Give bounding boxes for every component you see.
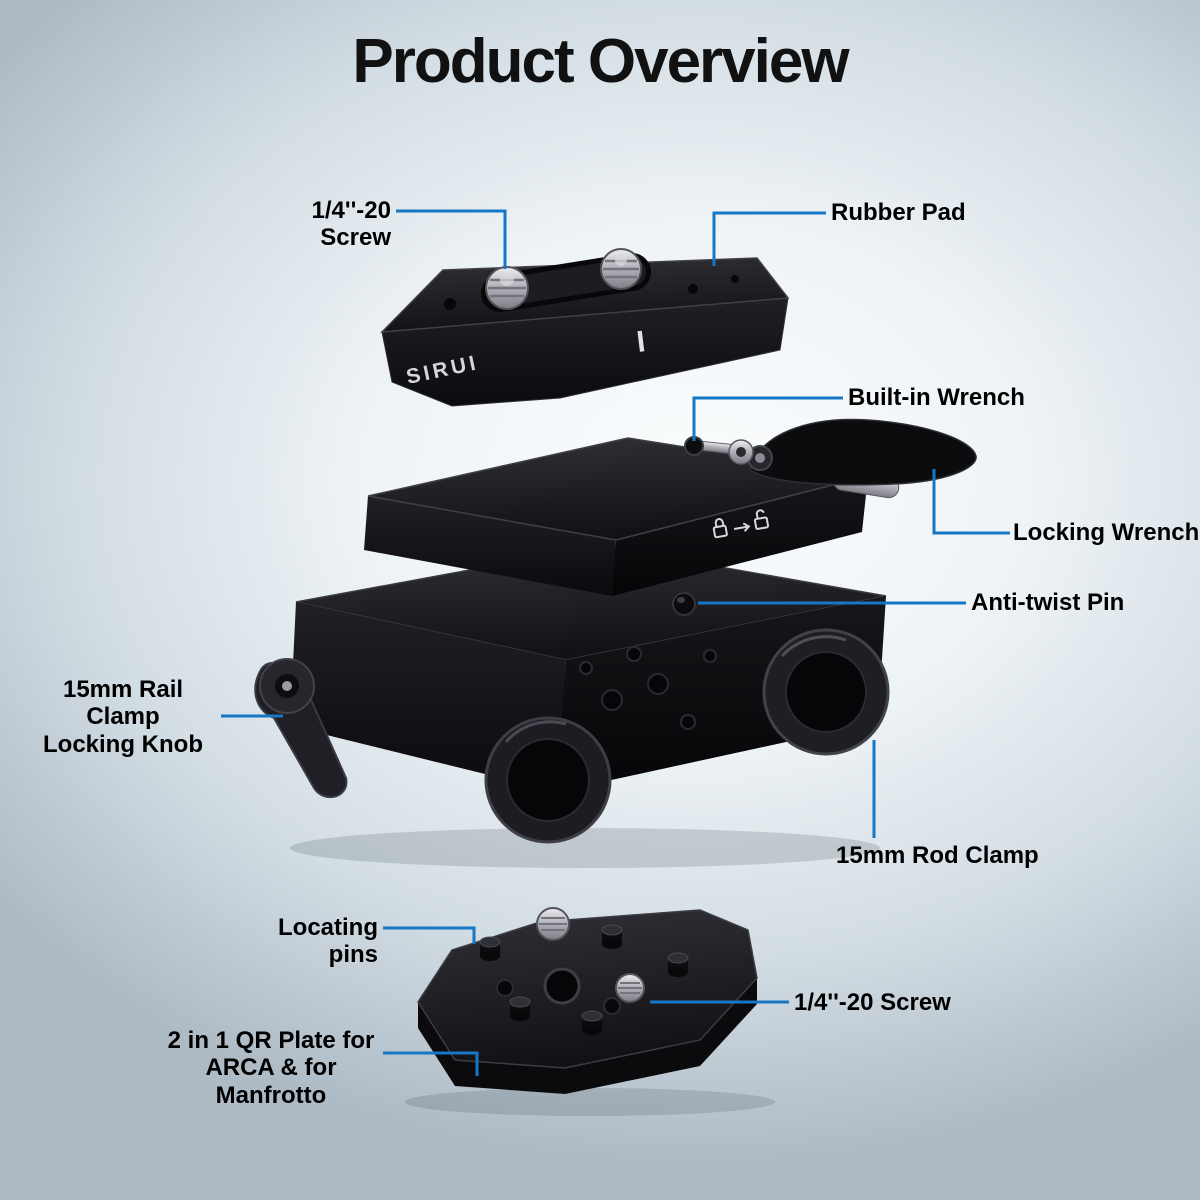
rail-clamp-locking-knob [254,658,348,798]
label-locking-wrench: Locking Wrench [1013,519,1200,546]
screw-top-right [600,248,642,290]
clamp-front-left-face [364,496,616,596]
screw-top-left [485,266,529,310]
screw-bottom-plate-b [615,973,645,1003]
callout-line-qr-plate [383,1051,479,1076]
callout-line-locking-wrench [932,469,1010,535]
anti-twist-pin [672,592,696,616]
lock-icon [712,524,728,539]
locating-pin [601,924,623,949]
bottom-qr-plate [417,907,758,1094]
label-rubber-pad: Rubber Pad [831,199,966,226]
label-screw-top: 1/4''-20 Screw [311,197,391,252]
page-title: Product Overview [352,27,849,96]
locating-pin [479,936,501,961]
bottom-plate-shadow [405,1088,775,1116]
plate-hole [688,284,698,294]
callout-line-screw-top [396,209,507,269]
locating-pin [667,952,689,977]
body-shadow [290,828,880,868]
locating-pin [509,996,531,1021]
rod-clamp-left [484,716,612,844]
arrow-right-icon [733,522,751,532]
plate-hole [731,275,739,283]
callout-line-locating-pins [383,926,476,944]
lock-unlock-icon [712,509,770,539]
callout-line-built-in-wrench [692,396,843,441]
rod-clamp-right [762,628,890,756]
label-rail-clamp-knob: 15mm Rail Clamp Locking Knob [43,676,203,758]
locking-wrench-lever [747,418,977,486]
plate-hole [603,997,621,1015]
callout-line-rubber-pad [712,211,826,266]
center-thread-hole [543,967,581,1005]
plate-hole [444,298,456,310]
label-built-in-wrench: Built-in Wrench [848,384,1025,411]
main-body [254,418,977,844]
plate-hole [496,979,514,997]
label-rod-clamp: 15mm Rod Clamp [836,842,1039,869]
bottom-plate-side-face [418,978,757,1094]
mounting-holes [579,646,717,730]
screw-bottom-plate-a [536,907,570,941]
callout-lines [221,209,1010,1076]
bottom-plate-top-face [417,909,758,1069]
unlock-icon [753,516,770,530]
plate-index-mark: I [635,325,647,359]
clamp-front-right-face [612,476,868,596]
label-anti-twist-pin: Anti-twist Pin [971,589,1125,616]
top-qr-plate: SIRUI I [380,248,790,407]
label-qr-plate: 2 in 1 QR Plate for ARCA & for Manfrotto [167,1027,375,1109]
locating-pin [581,1010,603,1035]
built-in-wrench [684,436,754,465]
label-locating-pins: Locating pins [278,914,378,969]
label-screw-bottom: 1/4''-20 Screw [794,989,951,1016]
